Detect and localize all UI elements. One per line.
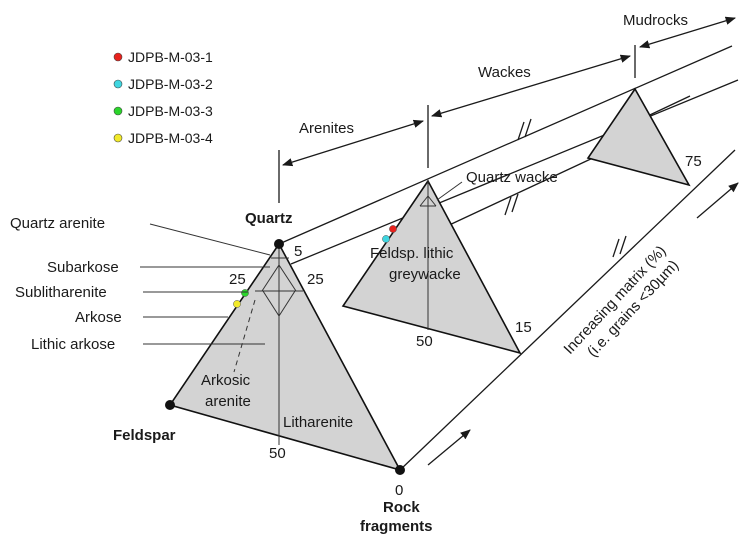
matrix-arrow-lower	[427, 429, 471, 466]
arkosic-dashed-line	[233, 299, 256, 373]
label-arenites: Arenites	[299, 120, 354, 137]
tick-75: 75	[685, 153, 702, 170]
tick-15: 15	[515, 319, 532, 336]
tick-0: 0	[395, 482, 403, 499]
perspective-lines	[278, 45, 739, 471]
label-lithic-arkose: Lithic arkose	[31, 336, 115, 353]
main-triangle-internal-lines	[233, 244, 303, 445]
middle-small-right	[427, 195, 437, 207]
label-subarkose: Subarkose	[47, 259, 119, 276]
label-quartz: Quartz	[245, 210, 293, 227]
label-mudrocks: Mudrocks	[623, 12, 688, 29]
leader-quartz-wacke	[436, 181, 463, 201]
label-wackes: Wackes	[478, 64, 531, 81]
middle-triangle-internal-lines	[419, 181, 437, 330]
sample-point-1	[389, 225, 397, 233]
matrix-axis-label: Increasing matrix (%) (i.e. grains <30µm…	[560, 242, 682, 360]
sample-point-3	[241, 289, 249, 297]
tick-25-left: 25	[229, 271, 246, 288]
leader-quartz-arenite	[149, 223, 271, 256]
category-markers	[278, 16, 736, 203]
break-top-a	[517, 121, 525, 141]
bottom-parallel-line	[399, 149, 736, 471]
wacke-link-line	[429, 149, 611, 235]
tick-50-middle: 50	[416, 333, 433, 350]
middle-small-left	[419, 195, 429, 207]
label-fragments: fragments	[360, 518, 433, 535]
label-feldspar: Feldspar	[113, 427, 176, 444]
feldspar-vertex-dot	[165, 400, 175, 410]
legend-label-3: JDPB-M-03-3	[128, 103, 213, 119]
break-mid-a	[504, 196, 512, 216]
break-top-b	[524, 118, 532, 138]
rock-fragments-vertex-dot	[395, 465, 405, 475]
lower-right-divider	[278, 290, 296, 317]
leader-lines	[140, 181, 463, 345]
far-triangle	[586, 87, 691, 187]
tick-50-main: 50	[269, 445, 286, 462]
label-litharenite: Litharenite	[283, 414, 353, 431]
matrix-axis-line1: Increasing matrix (%)	[560, 242, 669, 357]
legend: JDPB-M-03-1 JDPB-M-03-2 JDPB-M-03-3 JDPB…	[113, 49, 213, 146]
label-greywacke: greywacke	[389, 266, 461, 283]
label-quartz-arenite: Quartz arenite	[10, 215, 105, 232]
sublitharenite-divider	[278, 264, 297, 292]
mudrocks-arrow	[639, 16, 736, 49]
label-quartz-wacke: Quartz wacke	[466, 169, 558, 186]
tick-5: 5	[294, 243, 302, 260]
quartz-vertex-dot	[274, 239, 284, 249]
top-parallel-line	[278, 45, 733, 245]
label-feldsp-lithic: Feldsp. lithic	[370, 245, 454, 262]
middle-triangle	[341, 179, 522, 355]
legend-dot-4	[113, 133, 123, 143]
legend-label-1: JDPB-M-03-1	[128, 49, 213, 65]
wackes-arrow	[431, 54, 631, 118]
break-low-a	[612, 238, 620, 258]
subarkose-divider	[261, 264, 280, 292]
legend-label-2: JDPB-M-03-2	[128, 76, 213, 92]
label-rock: Rock	[383, 499, 420, 516]
break-symbols	[504, 118, 627, 258]
label-sublitharenite: Sublitharenite	[15, 284, 107, 301]
legend-label-4: JDPB-M-03-4	[128, 130, 213, 146]
sample-point-2	[382, 235, 390, 243]
legend-dot-1	[113, 52, 123, 62]
label-arenite: arenite	[205, 393, 251, 410]
label-arkose: Arkose	[75, 309, 122, 326]
break-low-b	[619, 235, 627, 255]
main-triangle	[168, 242, 402, 472]
lower-left-divider	[262, 290, 280, 317]
label-arkosic: Arkosic	[201, 372, 251, 389]
tick-25-right: 25	[307, 271, 324, 288]
arenites-arrow	[282, 119, 424, 167]
upper-parallel-line	[290, 79, 739, 265]
matrix-arrow-upper	[696, 182, 739, 219]
legend-dot-3	[113, 106, 123, 116]
sample-point-4	[233, 300, 241, 308]
legend-dot-2	[113, 79, 123, 89]
break-mid-b	[511, 193, 519, 213]
